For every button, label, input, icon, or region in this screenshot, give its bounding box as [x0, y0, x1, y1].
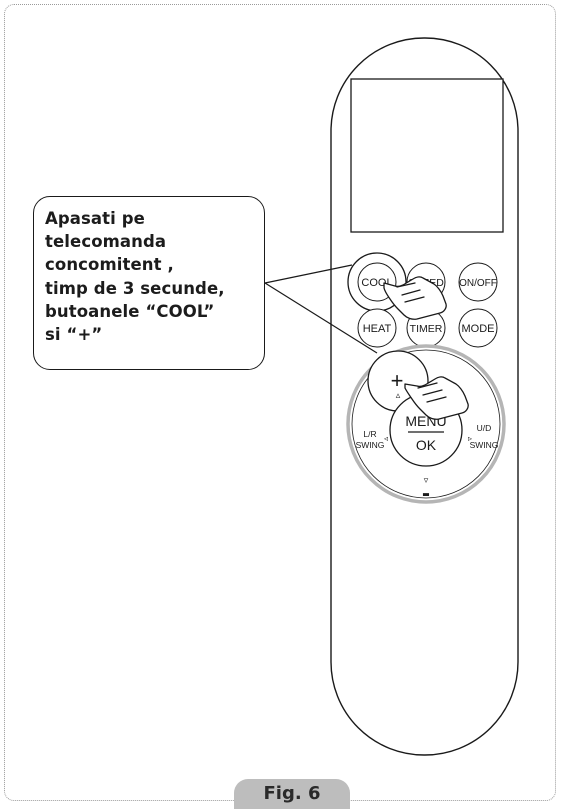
onoff-button[interactable]: ON/OFF — [458, 262, 498, 302]
plus-button-label: + — [391, 368, 404, 393]
heat-button-label: HEAT — [363, 323, 392, 335]
down-arrow-icon: ▿ — [424, 475, 429, 485]
ud-swing-label-bottom: SWING — [470, 440, 499, 450]
menu-ok-button[interactable]: MENU OK — [389, 393, 463, 467]
mode-button-label: MODE — [462, 323, 495, 335]
figure-caption-tab: Fig. 6 — [234, 779, 350, 809]
navigation-dial-outline — [351, 349, 501, 499]
callout-leader-cool — [264, 264, 353, 284]
mode-button[interactable]: MODE — [458, 308, 498, 348]
heat-button[interactable]: HEAT — [357, 308, 397, 348]
right-arrow-icon: ▹ — [468, 434, 472, 443]
figure-label: Fig. 6 — [263, 783, 321, 804]
up-arrow-icon: ▵ — [396, 390, 401, 400]
remote-display — [350, 78, 504, 233]
hand-pointer-icon — [404, 376, 469, 420]
timer-button-label: TIMER — [410, 323, 443, 335]
hand-pointer-icon — [383, 276, 447, 320]
ud-swing-button[interactable]: U/D SWING ▹ — [468, 423, 498, 450]
minus-button-label: - — [422, 480, 430, 507]
instruction-callout: Apasati pe telecomanda concomitent , tim… — [33, 196, 265, 370]
ok-label: OK — [416, 437, 437, 453]
callout-leader-plus — [264, 282, 378, 354]
onoff-button-label: ON/OFF — [459, 278, 497, 289]
lr-swing-label-bottom: SWING — [356, 440, 385, 450]
minus-button[interactable]: ▿ - — [422, 475, 430, 507]
lr-swing-label-top: L/R — [363, 429, 376, 439]
left-arrow-icon: ◃ — [384, 434, 388, 443]
lr-swing-button[interactable]: L/R SWING ◃ — [356, 429, 388, 450]
ud-swing-label-top: U/D — [477, 423, 492, 433]
instruction-text: Apasati pe telecomanda concomitent , tim… — [45, 209, 225, 345]
